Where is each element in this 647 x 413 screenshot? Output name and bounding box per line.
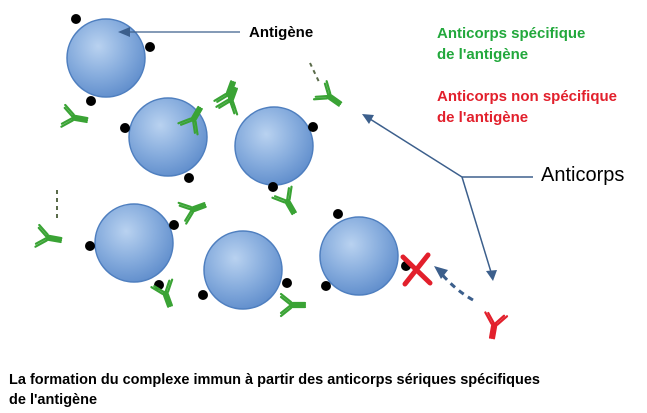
antibody-specific bbox=[312, 80, 348, 115]
epitope-dot bbox=[268, 182, 278, 192]
nonspecific-label-line1: Anticorps non spécifique bbox=[437, 88, 618, 105]
antigen-cell bbox=[128, 97, 208, 177]
approach-lines bbox=[56, 62, 321, 222]
antibody-specific bbox=[271, 185, 305, 220]
antibody-nonspecific bbox=[480, 311, 509, 342]
antibodies-label: Anticorps bbox=[541, 164, 625, 186]
antibody-specific bbox=[34, 223, 65, 252]
arrowhead bbox=[486, 270, 497, 281]
nonspecific-antibody-label: Anticorps non spécifique de l'antigène bbox=[437, 86, 617, 128]
antibody-specific bbox=[279, 292, 307, 318]
epitope-dot bbox=[282, 278, 292, 288]
blocked-binding-x-icon bbox=[400, 252, 433, 287]
caption-line2: de l'antigène bbox=[9, 392, 98, 408]
nonspecific-label-line2: de l'antigène bbox=[437, 109, 529, 126]
epitope-dot bbox=[169, 220, 179, 230]
epitope-dot bbox=[120, 123, 130, 133]
specific-label-line2: de l'antigène bbox=[437, 46, 529, 63]
specific-antibody-label: Anticorps spécifique de l'antigène bbox=[437, 23, 585, 65]
antigen-cell bbox=[203, 230, 283, 310]
epitope-dot bbox=[198, 290, 208, 300]
antibody-specific bbox=[60, 103, 91, 132]
epitope-dot bbox=[85, 241, 95, 251]
antigen-cells bbox=[66, 18, 399, 310]
antigen-cell bbox=[66, 18, 146, 98]
epitope-dot bbox=[145, 42, 155, 52]
figure-caption: La formation du complexe immun à partir … bbox=[9, 370, 639, 410]
antibody-specific bbox=[177, 193, 210, 225]
nonspecific-approach-arrow bbox=[438, 271, 474, 302]
caption-line1: La formation du complexe immun à partir … bbox=[9, 372, 540, 388]
specific-label-line1: Anticorps spécifique bbox=[437, 25, 586, 42]
antigen-pointer-arrow bbox=[118, 27, 240, 37]
anticorps-pointer-arrows bbox=[369, 118, 533, 273]
epitope-dot bbox=[333, 209, 343, 219]
epitope-dot bbox=[184, 173, 194, 183]
epitopes bbox=[71, 14, 411, 300]
antibody-specific bbox=[213, 77, 245, 110]
epitope-dot bbox=[321, 281, 331, 291]
antigen-label: Antigène bbox=[249, 24, 314, 41]
antigen-cell bbox=[319, 216, 399, 296]
arrowhead bbox=[362, 114, 374, 124]
antigen-cell bbox=[234, 106, 314, 186]
epitope-dot bbox=[308, 122, 318, 132]
epitope-dot bbox=[71, 14, 81, 24]
nonspecific-arrowhead bbox=[434, 266, 448, 279]
antigen-cell bbox=[94, 203, 174, 283]
epitope-dot bbox=[86, 96, 96, 106]
